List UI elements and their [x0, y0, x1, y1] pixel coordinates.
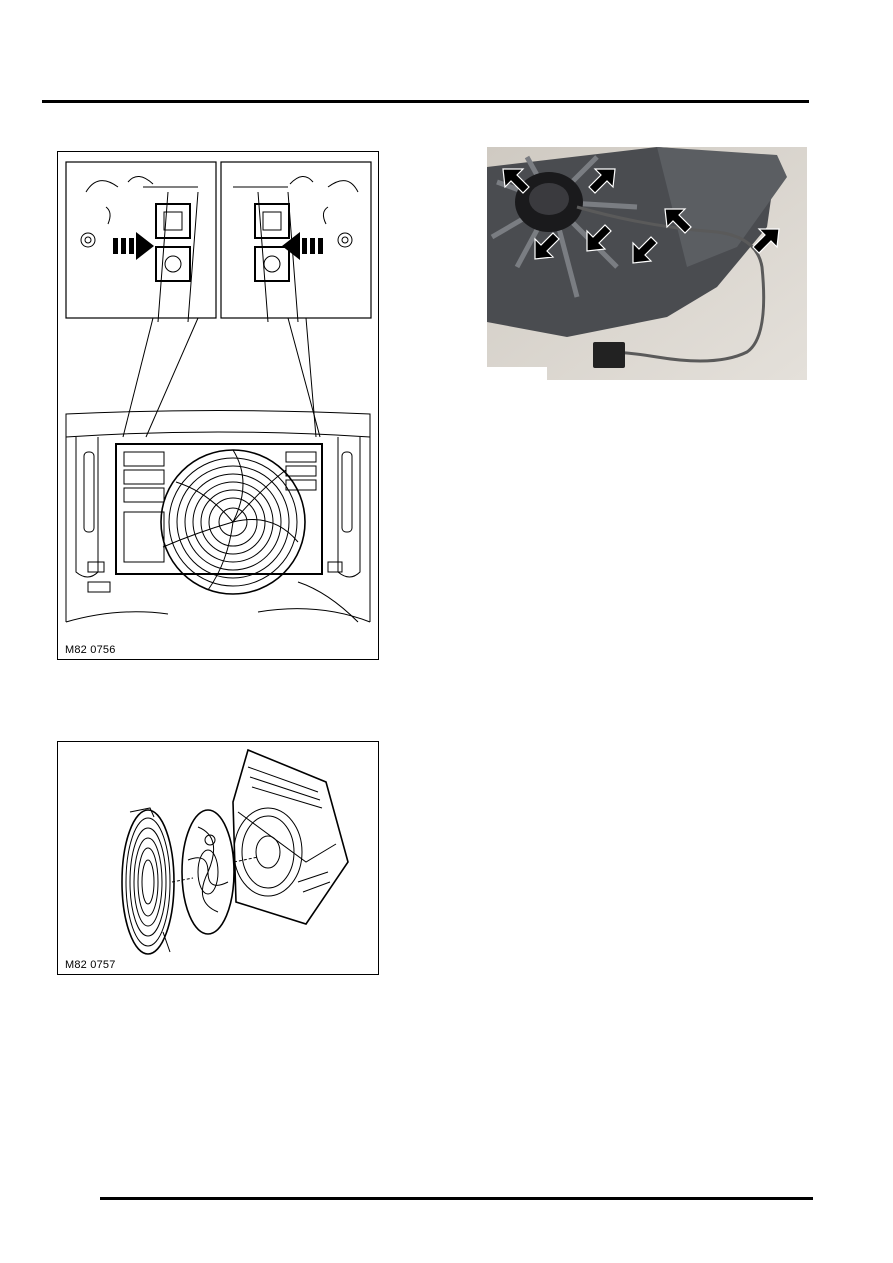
photo-fan-motor — [487, 147, 807, 380]
figure-label: M82 0756 — [65, 644, 116, 656]
figure-fan-mounting: M82 0756 — [57, 151, 379, 660]
figure-label: M82 0757 — [65, 959, 116, 971]
fan-mounting-illustration — [65, 161, 372, 623]
figure-fan-exploded: M82 0757 — [57, 741, 379, 975]
footer-rule — [100, 1197, 813, 1200]
fan-exploded-illustration — [121, 748, 349, 955]
header-rule — [42, 100, 809, 103]
fan-motor-photo — [487, 147, 807, 380]
